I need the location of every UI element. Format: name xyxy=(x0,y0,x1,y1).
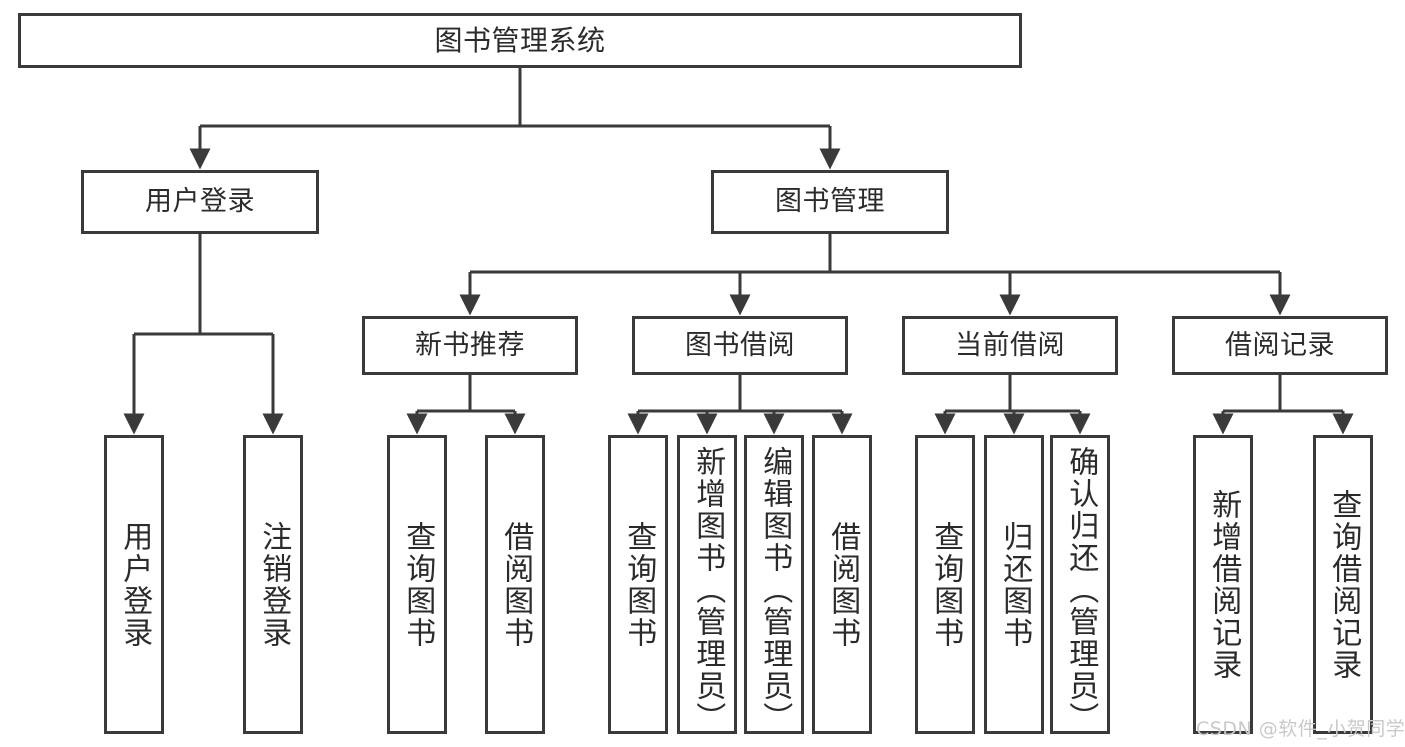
node-leaf-query-book-borrow-label: 查询图书 xyxy=(621,520,657,649)
node-leaf-query-book-borrow[interactable]: 查询图书 xyxy=(608,435,668,734)
node-leaf-edit-book-admin-label: 编辑图书（管理员） xyxy=(757,446,793,734)
node-leaf-add-borrow-record[interactable]: 新增借阅记录 xyxy=(1193,435,1253,734)
node-leaf-add-borrow-record-label: 新增借阅记录 xyxy=(1206,488,1242,681)
node-leaf-return-book[interactable]: 归还图书 xyxy=(984,435,1044,734)
node-borrow-record-label: 借阅记录 xyxy=(1225,329,1335,361)
node-leaf-confirm-return-admin-label: 确认归还（管理员） xyxy=(1063,446,1099,734)
node-current-borrow-label: 当前借阅 xyxy=(955,329,1065,361)
node-user-login[interactable]: 用户登录 xyxy=(81,170,319,234)
node-current-borrow[interactable]: 当前借阅 xyxy=(902,316,1118,375)
node-leaf-query-book-rec[interactable]: 查询图书 xyxy=(387,435,447,734)
node-leaf-user-logout-label: 注销登录 xyxy=(256,520,292,649)
node-book-management-label: 图书管理 xyxy=(775,186,885,218)
node-leaf-borrow-book[interactable]: 借阅图书 xyxy=(812,435,872,734)
node-book-management[interactable]: 图书管理 xyxy=(711,170,949,234)
node-leaf-user-logout[interactable]: 注销登录 xyxy=(243,435,303,734)
node-root[interactable]: 图书管理系统 xyxy=(18,13,1022,68)
node-leaf-borrow-book-label: 借阅图书 xyxy=(825,520,861,649)
node-root-label: 图书管理系统 xyxy=(434,23,606,57)
node-leaf-confirm-return-admin[interactable]: 确认归还（管理员） xyxy=(1050,435,1110,734)
node-leaf-borrow-book-rec-label: 借阅图书 xyxy=(498,520,534,649)
node-leaf-edit-book-admin[interactable]: 编辑图书（管理员） xyxy=(744,435,804,734)
node-book-borrow-label: 图书借阅 xyxy=(685,329,795,361)
node-leaf-user-login-label: 用户登录 xyxy=(117,520,153,649)
node-book-borrow[interactable]: 图书借阅 xyxy=(632,316,848,375)
node-new-book-recommend-label: 新书推荐 xyxy=(415,329,525,361)
node-leaf-user-login[interactable]: 用户登录 xyxy=(104,435,164,734)
node-leaf-query-book-current-label: 查询图书 xyxy=(928,520,964,649)
node-leaf-query-borrow-record-label: 查询借阅记录 xyxy=(1326,488,1362,681)
node-leaf-query-book-rec-label: 查询图书 xyxy=(400,520,436,649)
node-leaf-query-book-current[interactable]: 查询图书 xyxy=(915,435,975,734)
node-leaf-return-book-label: 归还图书 xyxy=(997,520,1033,649)
node-leaf-borrow-book-rec[interactable]: 借阅图书 xyxy=(485,435,545,734)
node-new-book-recommend[interactable]: 新书推荐 xyxy=(362,316,578,375)
node-leaf-add-book-admin-label: 新增图书（管理员） xyxy=(690,446,726,734)
node-user-login-label: 用户登录 xyxy=(145,186,255,218)
node-borrow-record[interactable]: 借阅记录 xyxy=(1172,316,1388,375)
node-leaf-add-book-admin[interactable]: 新增图书（管理员） xyxy=(677,435,737,734)
node-leaf-query-borrow-record[interactable]: 查询借阅记录 xyxy=(1313,435,1373,734)
